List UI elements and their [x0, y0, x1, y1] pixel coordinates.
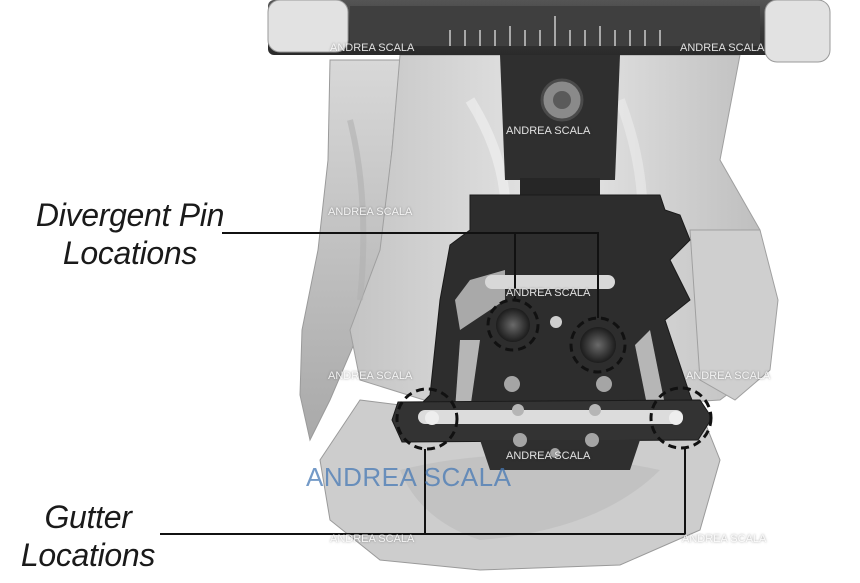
guide-stem	[500, 55, 620, 200]
divergent-pin-label-line1: Divergent Pin	[35, 197, 225, 233]
gutter-label: Gutter Locations	[8, 498, 168, 574]
divergent-pin-label-line2: Locations	[62, 235, 198, 271]
gutter-marker-left	[395, 387, 459, 451]
gutter-label-line1: Gutter	[44, 499, 132, 535]
divergent-pin-marker-left	[486, 298, 540, 352]
leader-lines	[160, 232, 686, 535]
divergent-pin-label: Divergent Pin Locations	[20, 196, 240, 272]
divergent-leader	[222, 232, 599, 318]
divergent-pin-marker-right	[569, 316, 627, 374]
cutting-guide	[391, 194, 713, 470]
alignment-rail	[267, 0, 831, 63]
gutter-leader	[160, 448, 686, 535]
watermark-logo-text: ANDREA SCALA	[306, 462, 512, 492]
gutter-marker-right	[649, 386, 713, 450]
pin-location-markers	[395, 298, 713, 451]
gutter-label-line2: Locations	[20, 537, 156, 573]
